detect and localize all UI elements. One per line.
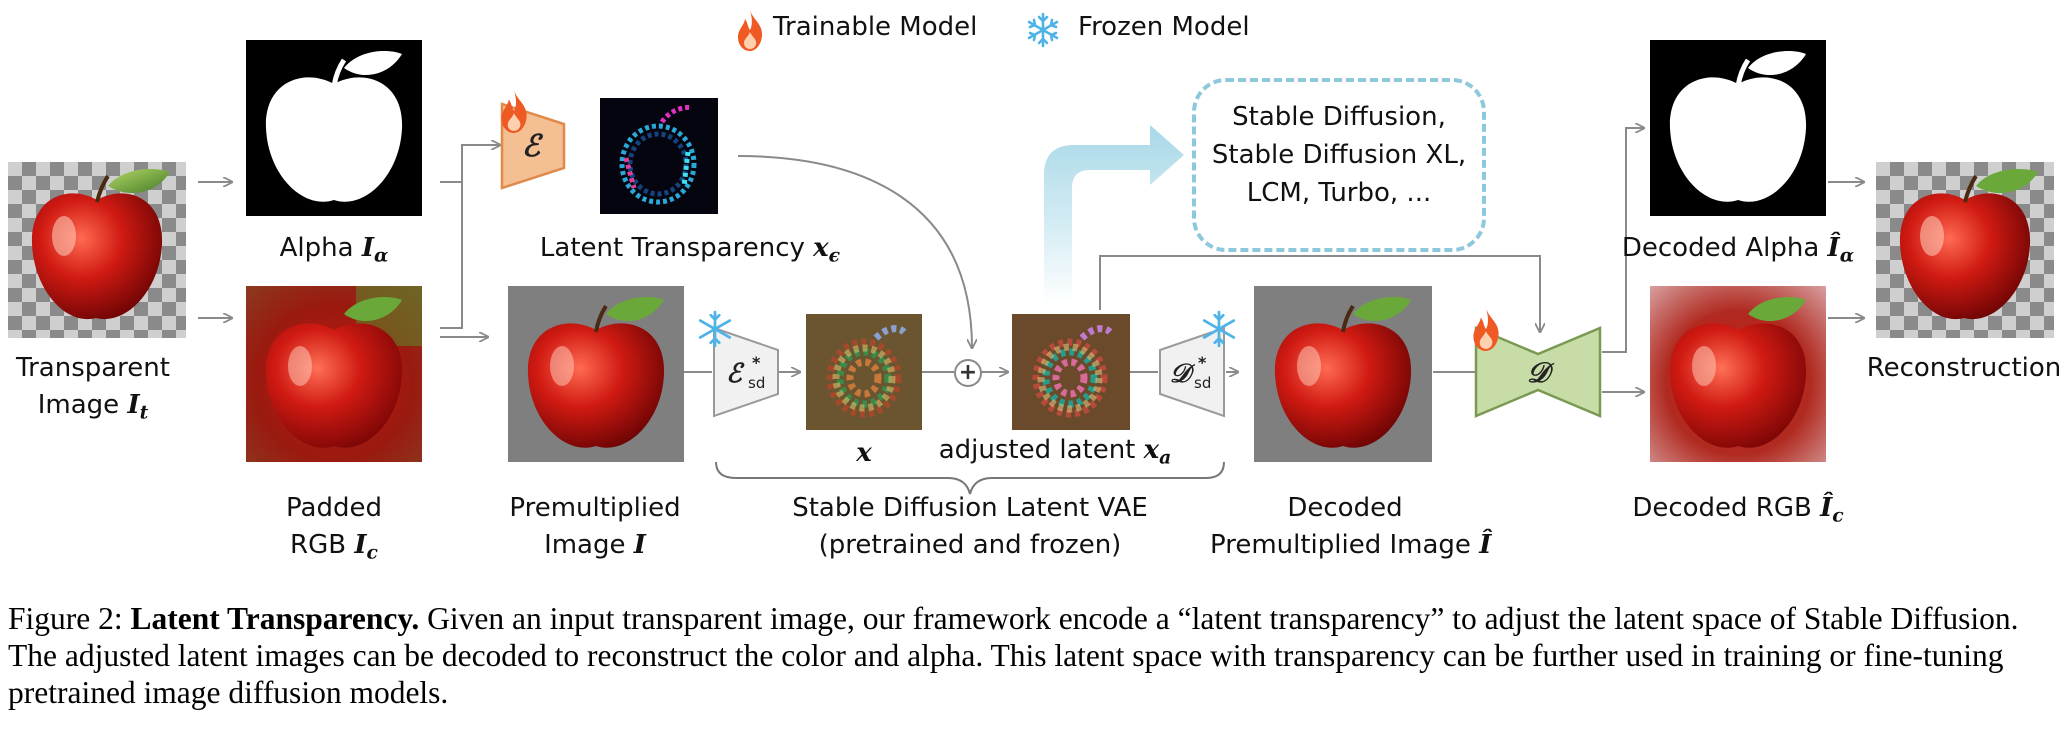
trainable-decoder-block: 𝒟 <box>1474 326 1602 418</box>
caption-title: Latent Transparency. <box>130 601 420 636</box>
vae-label: Stable Diffusion Latent VAE (pretrained … <box>792 493 1148 560</box>
decoded-premultiplied-label: Decoded Premultiplied Image Î <box>1210 493 1492 560</box>
flame-icon <box>738 10 763 51</box>
reconstruction-label: Reconstruction <box>1866 353 2062 383</box>
models-box <box>1192 78 1486 252</box>
adjusted-latent-thumbnail <box>1012 314 1130 430</box>
padded-rgb-thumbnail <box>246 286 422 462</box>
caption-prefix: Figure 2: <box>8 601 123 636</box>
sd-encoder-snowflake-icon <box>698 310 732 348</box>
big-arrow <box>1044 125 1184 305</box>
sd-encoder-symbol: ℰ <box>726 359 745 389</box>
legend-frozen: Frozen Model <box>1078 12 1250 42</box>
vae-brace <box>715 461 1225 495</box>
decoded-rgb-thumbnail <box>1650 286 1826 462</box>
latent-x-thumbnail <box>806 314 922 430</box>
decoded-alpha-thumbnail <box>1650 40 1826 216</box>
transparent-image-thumbnail <box>8 162 186 338</box>
legend-trainable: Trainable Model <box>773 12 978 42</box>
padded-rgb-label: Padded RGB Ic <box>286 493 382 564</box>
decoded-premultiplied-thumbnail <box>1254 286 1432 462</box>
snowflake-icon <box>1027 12 1059 48</box>
encoder-symbol: ℰ <box>522 129 544 164</box>
sd-encoder-block: ℰ * sd <box>713 326 779 418</box>
alpha-label: Alpha Iα <box>279 233 389 267</box>
sd-decoder-block: 𝒟 * sd <box>1159 326 1225 418</box>
decoded-alpha-label: Decoded Alpha Îα <box>1621 233 1855 267</box>
decoder-flame-icon <box>1473 308 1499 351</box>
svg-text:*: * <box>1198 353 1207 372</box>
svg-text:*: * <box>752 353 761 372</box>
models-box-text: Stable Diffusion, Stable Diffusion XL, L… <box>1211 102 1467 208</box>
transparent-image-label: Transparent Image It <box>16 353 170 424</box>
sd-decoder-snowflake-icon <box>1202 310 1236 348</box>
decoded-rgb-label: Decoded RGB Îc <box>1632 493 1844 527</box>
reconstruction-thumbnail <box>1876 162 2054 338</box>
figure-caption: Figure 2: Latent Transparency. Given an … <box>8 600 2064 711</box>
alpha-thumbnail <box>246 40 422 216</box>
adjusted-latent-label: adjusted latent xa <box>938 435 1172 469</box>
encoder-flame-icon <box>501 90 527 133</box>
premultiplied-label: Premultiplied Image I <box>509 493 681 560</box>
svg-text:sd: sd <box>1194 374 1211 392</box>
latent-transparency-thumbnail <box>600 98 718 214</box>
svg-text:sd: sd <box>748 374 765 392</box>
plus-operator: + <box>954 359 982 387</box>
connector-layer <box>198 0 2072 495</box>
latent-x-label: x <box>856 438 872 468</box>
caption-body: Given an input transparent image, our fr… <box>8 601 2019 710</box>
latent-transparency-label: Latent Transparency xϵ <box>539 233 841 267</box>
premultiplied-thumbnail <box>508 286 684 462</box>
